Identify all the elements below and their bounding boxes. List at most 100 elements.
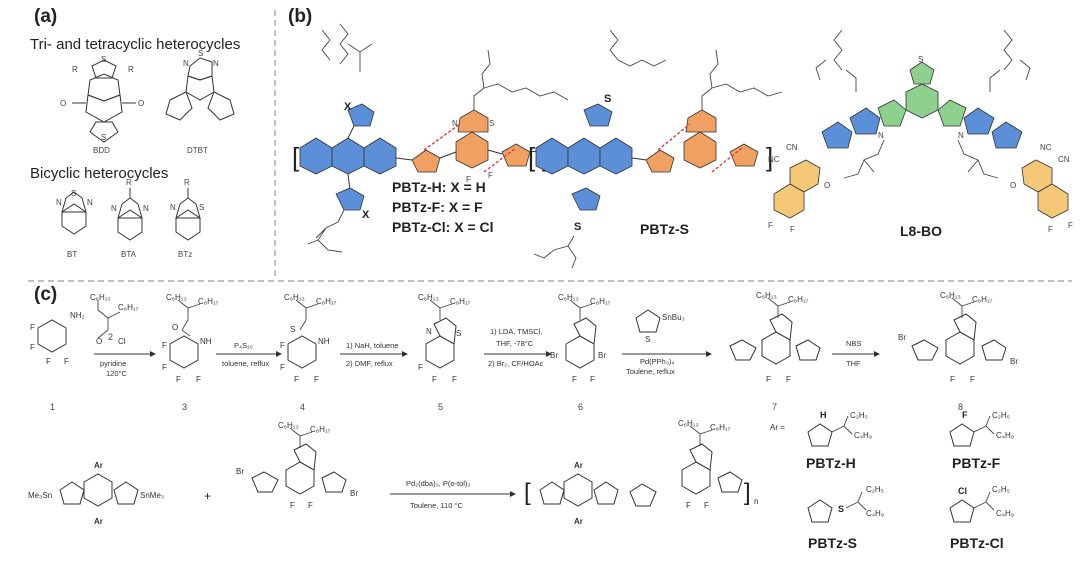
l8bo-pyrrole-left [877,99,907,127]
svg-text:C₂H₅: C₂H₅ [992,411,1010,420]
svg-text:C₈H₁₇: C₈H₁₇ [710,423,731,432]
svg-text:SnMe₃: SnMe₃ [140,491,164,500]
l8bo-f-right-2: F [1068,221,1073,230]
svg-text:S: S [838,504,844,514]
bdt-distannane-monomer: Me₃Sn SnMe₃ Ar Ar [28,461,164,526]
svg-text:Cl: Cl [958,486,967,496]
btz-r: R [184,178,190,187]
bt-nitrogen-left: N [56,198,62,207]
cond-step2-b: toluene, reflux [222,359,269,368]
svg-text:F: F [30,343,35,352]
svg-text:F: F [572,375,577,384]
bdd-oxygen-left: O [60,99,66,108]
s-bracket-right: ] [766,142,773,172]
plus-sign: + [204,489,211,503]
svg-text:SnBu₃: SnBu₃ [662,313,685,322]
svg-text:C₆H₁₃: C₆H₁₃ [558,293,579,302]
bta-nitrogen-right: N [143,204,149,213]
svg-text:Br: Br [550,351,558,360]
compound-label-8: 8 [958,402,963,412]
svg-text:F: F [280,363,285,372]
l8bo-thiophene-left-1 [849,107,881,135]
svg-text:F: F [418,363,423,372]
cond-step6-a: NBS [846,339,861,348]
thiophene-top-blue [347,103,375,127]
svg-text:N: N [426,327,432,336]
svg-text:NH₂: NH₂ [70,311,85,320]
x-marker-bottom: X [362,209,370,221]
product-polymer: [ Ar Ar C₆H₁₃ C₈H₁₇ F F ] n [524,419,758,526]
svg-text:C₂H₅: C₂H₅ [992,485,1010,494]
svg-text:F: F [308,501,313,510]
cond-step2-a: P₄S₁₀ [234,341,253,350]
btz-f-label-2: F [488,171,493,180]
svg-text:C₈H₁₇: C₈H₁₇ [788,295,809,304]
product-bracket-left: [ [524,479,531,506]
bta-r: R [126,178,132,187]
ar-pbtz-h: H C₂H₅ C₄H₉ PBTz-H [806,410,872,471]
svg-text:F: F [962,410,968,420]
ar-label-pbtz-f: PBTz-F [952,455,1001,471]
svg-text:F: F [162,363,167,372]
svg-text:NH: NH [200,337,212,346]
bdd-sulfur-bottom: S [101,133,106,142]
bdt-ring-center [331,137,365,175]
s-marker-bottom: S [574,221,581,233]
pbtz-x-polymer: X X N S F F [ ] n [292,23,569,253]
dtbt-nitrogen-left: N [183,59,189,68]
svg-text:C₆H₁₃: C₆H₁₃ [940,291,961,300]
thiophene-bottom-blue [335,187,365,211]
dtbt-sulfur: S [198,49,203,58]
panel-label-a: (a) [34,6,57,27]
svg-text:C₈H₁₇: C₈H₁₇ [118,303,139,312]
svg-text:C₆H₁₃: C₆H₁₃ [278,421,299,430]
s-bdt-right [599,137,633,175]
svg-text:C₈H₁₇: C₈H₁₇ [316,297,337,306]
dibromo-btz-monomer: C₆H₁₃ C₈H₁₇ Br Br F F [236,421,358,510]
svg-text:F: F [162,341,167,350]
heading-bicyclic: Bicyclic heterocycles [30,165,168,182]
s-thiophene-orange-1 [645,149,675,173]
svg-text:F: F [432,375,437,384]
cond-step6-b: THF [846,359,861,368]
svg-text:Br: Br [236,467,244,476]
svg-text:Ar: Ar [94,517,103,526]
ar-pbtz-f: F C₂H₅ C₄H₉ PBTz-F [949,410,1014,471]
thiophene-orange-2 [501,143,531,167]
svg-text:C₄H₉: C₄H₉ [866,509,884,518]
svg-text:C₆H₁₃: C₆H₁₃ [756,291,777,300]
s-thiophene-orange-2 [729,143,759,167]
svg-text:Me₃Sn: Me₃Sn [28,491,52,500]
variant-pbtz-cl: PBTz-Cl: X = Cl [392,219,494,235]
svg-text:F: F [314,375,319,384]
svg-text:C₈H₁₇: C₈H₁₇ [450,297,471,306]
l8bo-nc-left-2: NC [768,155,780,164]
svg-text:F: F [786,375,791,384]
cond-step7-a: Pd₂(dba)₃, P(o-tol)₃ [406,479,470,488]
btz-f-label: F [466,175,471,184]
compound-label-6: 6 [578,402,583,412]
svg-text:Ar: Ar [574,517,583,526]
s-marker-top: S [604,93,611,105]
svg-text:C₆H₁₃: C₆H₁₃ [678,419,699,428]
l8bo-nc-right-1: NC [1040,143,1052,152]
l8bo-thiophene-left-2 [821,121,853,149]
cond-step3-a: 1) NaH, toluene [346,341,399,350]
l8bo-f-left-1: F [768,221,773,230]
noncovalent-interaction-2 [483,147,517,173]
btz-ring-thiazole [457,109,489,133]
svg-text:C₆H₁₃: C₆H₁₃ [90,293,111,302]
svg-text:F: F [970,375,975,384]
bdd-oxygen-right: O [138,99,144,108]
svg-text:F: F [290,501,295,510]
svg-text:C₄H₉: C₄H₉ [854,431,872,440]
thiophene-orange-1 [411,149,441,173]
compound-5: C₆H₁₃ C₈H₁₇ N S F F F 5 [418,293,471,412]
svg-text:S: S [290,325,295,334]
s-noncovalent-interaction-2 [711,147,743,173]
dtbt-nitrogen-right: N [213,59,219,68]
btz-sulfur: S [199,203,204,212]
compound-3: C₆H₁₃ C₈H₁₇ O NH F F F F 3 [162,293,219,412]
bracket-left: [ [292,142,300,172]
